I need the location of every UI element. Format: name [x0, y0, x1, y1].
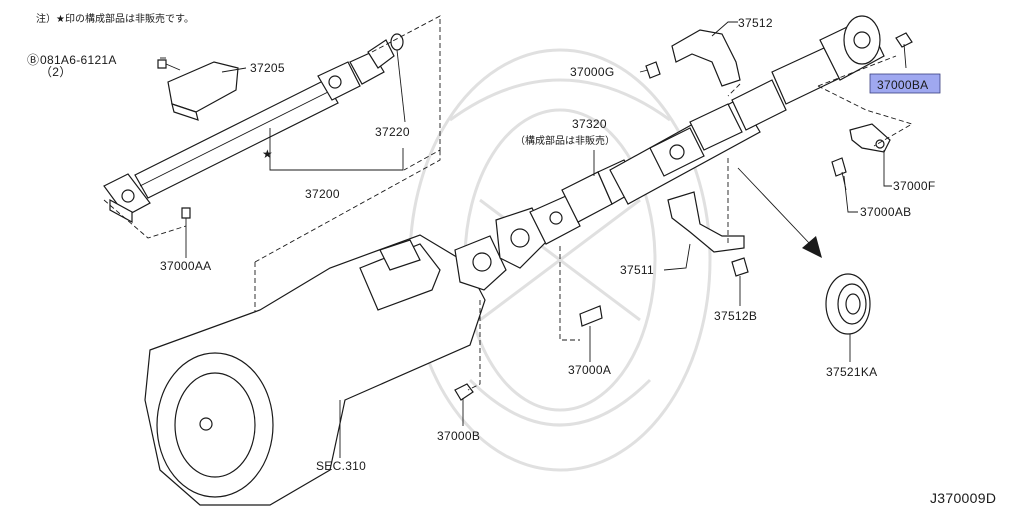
label-37512[interactable]: 37512 — [738, 16, 773, 30]
bolt-prefix: Ⓑ — [27, 53, 39, 67]
label-37521ka[interactable]: 37521KA — [826, 365, 877, 379]
label-37220[interactable]: 37220 — [375, 125, 410, 139]
bracket-37205[interactable] — [167, 61, 239, 121]
label-37200[interactable]: 37200 — [305, 187, 340, 201]
label-37000b[interactable]: 37000B — [437, 429, 480, 443]
diagram-id: J370009D — [930, 490, 996, 506]
bolt-37000ab[interactable] — [831, 157, 847, 191]
star-marker: ★ — [262, 147, 273, 161]
bolt-37000aa[interactable] — [181, 207, 191, 232]
nut-37000b[interactable] — [454, 383, 474, 401]
center-bearing-37521ka[interactable] — [825, 273, 871, 335]
bolt-37000g[interactable] — [645, 61, 661, 79]
nut-37000ba[interactable] — [895, 32, 913, 48]
transmission-sec310[interactable] — [144, 234, 507, 506]
label-37000aa[interactable]: 37000AA — [160, 259, 211, 273]
label-37000ab[interactable]: 37000AB — [860, 205, 911, 219]
front-propeller-shaft[interactable] — [103, 39, 395, 224]
nut-37512b[interactable] — [731, 257, 749, 277]
label-37000g[interactable]: 37000G — [570, 65, 615, 79]
bolt-qty-label: （2） — [40, 65, 72, 79]
not-sold-note: （構成部品は非販売） — [515, 134, 615, 147]
washer-37000f[interactable] — [849, 123, 891, 153]
label-37205[interactable]: 37205 — [250, 61, 285, 75]
exploded-arrow — [737, 167, 822, 258]
bearing-bracket-37512[interactable] — [671, 29, 741, 87]
label-37000f[interactable]: 37000F — [893, 179, 936, 193]
label-37512b[interactable]: 37512B — [714, 309, 757, 323]
highlight-box-37000ba — [869, 73, 941, 94]
label-37511[interactable]: 37511 — [620, 263, 654, 277]
bolt-081a6[interactable] — [157, 59, 181, 71]
bolt-code-label: 081A6-6121A — [40, 53, 117, 67]
label-37320[interactable]: 37320 — [572, 117, 607, 131]
label-37000ba[interactable]: 37000BA — [877, 78, 928, 92]
bolt-37000a[interactable] — [579, 305, 603, 327]
rear-propeller-shaft[interactable] — [495, 15, 885, 269]
bracket-37511[interactable] — [667, 191, 745, 253]
sale-note: 注）★印の構成部品は非販売です。 — [36, 12, 194, 25]
label-37000a[interactable]: 37000A — [568, 363, 611, 377]
label-sec310[interactable]: SEC.310 — [316, 459, 366, 473]
